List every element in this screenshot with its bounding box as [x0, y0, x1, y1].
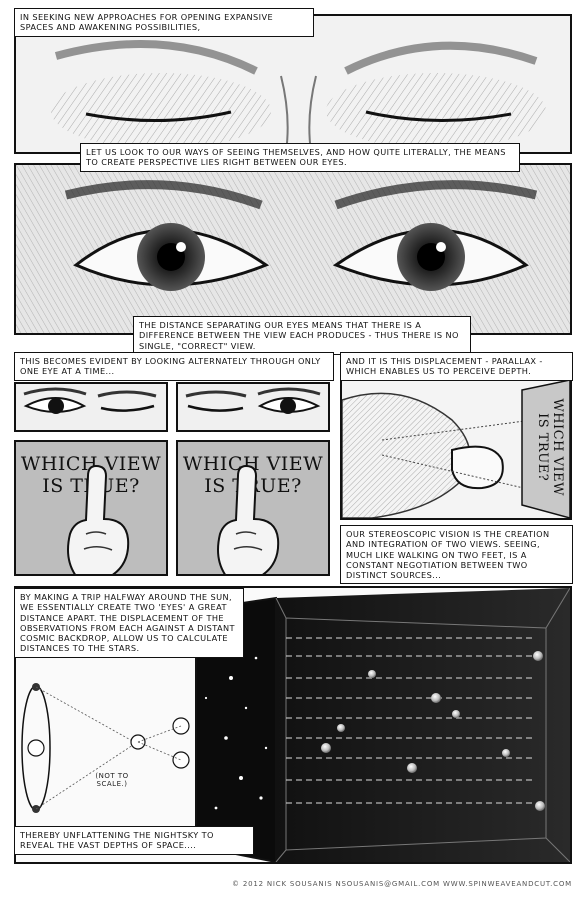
panel-closed-eyes — [14, 14, 572, 154]
sign-left-line1: WHICH VIEW — [20, 453, 162, 475]
panel-wink-left — [14, 382, 168, 432]
panel-sign-right: WHICH VIEW IS TRUE? — [176, 440, 330, 576]
copyright-footer: © 2012 Nick Sousanis nsousanis@gmail.com… — [232, 880, 572, 888]
caption-8: Thereby unflattening the nightsky to rev… — [14, 826, 254, 855]
panel-sign-left: WHICH VIEW IS TRUE? — [14, 440, 168, 576]
open-eyes-art — [16, 165, 570, 333]
parallax-head-art — [342, 380, 570, 518]
caption-5: And it is this displacement - parallax -… — [340, 352, 573, 381]
panel-parallax-head: WHICH VIEW IS TRUE? — [340, 378, 572, 520]
wink-left-art — [23, 387, 157, 414]
panel-wink-right — [176, 382, 330, 432]
side-sign-line1: WHICH VIEW — [550, 398, 566, 496]
hand-finger-right — [217, 464, 280, 574]
side-sign-line2: IS TRUE? — [535, 413, 551, 482]
not-to-scale-note: (NOT TO SCALE.) — [95, 772, 129, 788]
wink-right-art — [185, 387, 321, 414]
panel-open-eyes — [14, 163, 572, 335]
caption-7: By making a trip halfway around the sun,… — [14, 588, 244, 658]
caption-1: In seeking new approaches for opening ex… — [14, 8, 314, 37]
caption-2: Let us look to our ways of seeing themse… — [80, 143, 520, 172]
caption-4: This becomes evident by looking alternat… — [14, 352, 334, 381]
sign-right-line1: WHICH VIEW — [182, 453, 324, 475]
closed-eyes-art — [16, 16, 570, 152]
caption-3: The distance separating our eyes means t… — [133, 316, 471, 355]
hand-finger-left — [67, 464, 130, 574]
caption-6: Our stereoscopic vision is the creation … — [340, 525, 573, 585]
stellar-parallax-art — [21, 588, 570, 862]
